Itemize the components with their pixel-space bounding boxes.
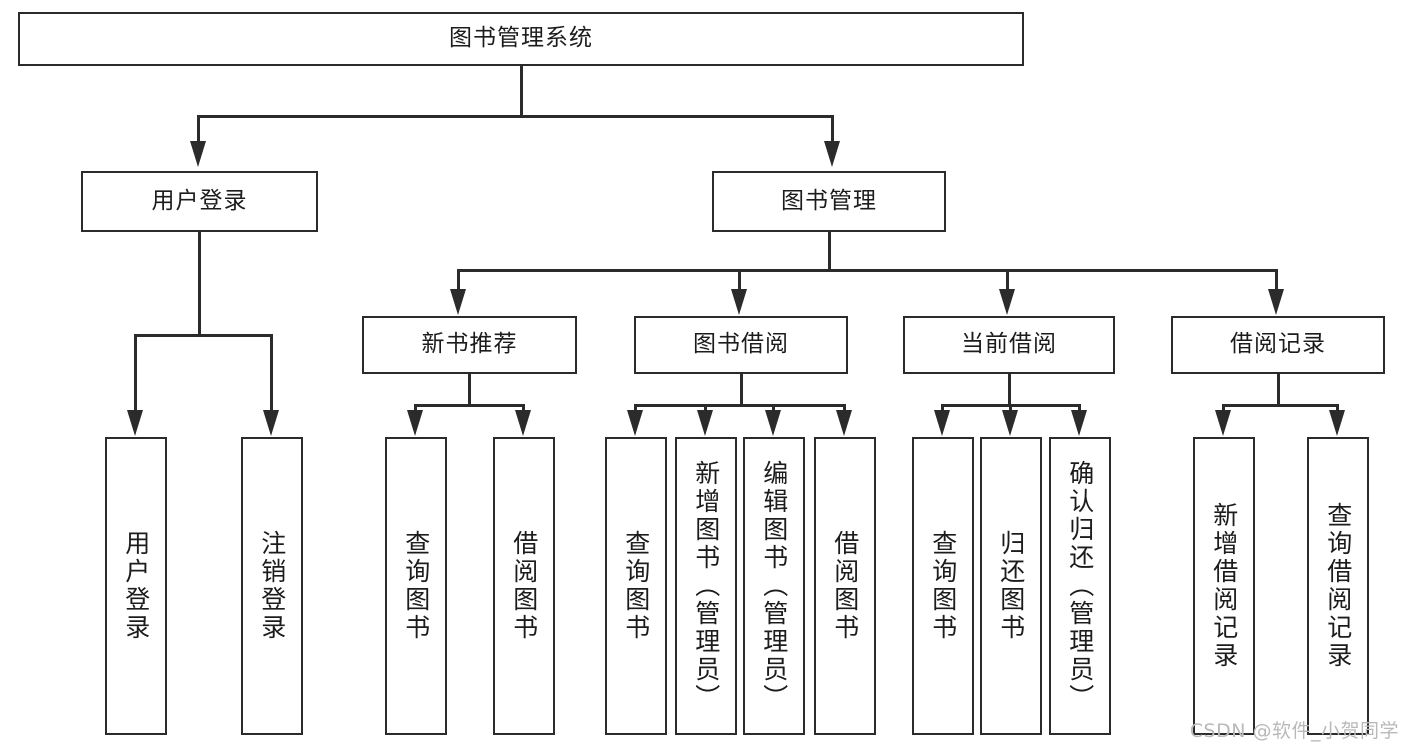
node-leaf-9[interactable]: 查询图书 [912, 437, 974, 735]
arrowhead-to-borrow [731, 289, 747, 315]
node-borrow-label: 图书借阅 [693, 331, 789, 358]
node-leaf-5-label: 查询图书 [621, 530, 651, 642]
connector-records-stem [1277, 374, 1280, 406]
node-current-label: 当前借阅 [961, 331, 1057, 358]
arrowhead-newbook-leaf1 [407, 410, 423, 436]
node-leaf-11[interactable]: 确认归还（管理员） [1049, 437, 1111, 735]
arrowhead-to-login [190, 141, 206, 167]
node-leaf-4-label: 借阅图书 [509, 530, 539, 642]
connector-borrow-leaf4 [843, 404, 846, 412]
connector-to-current [1006, 269, 1009, 291]
arrowhead-borrow-leaf1 [627, 410, 643, 436]
node-records-label: 借阅记录 [1230, 331, 1326, 358]
connector-records-leaf1 [1222, 404, 1225, 412]
connector-level1-bar [197, 115, 834, 118]
connector-newbook-leaf2 [522, 404, 525, 412]
connector-records-leaf2 [1336, 404, 1339, 412]
node-current[interactable]: 当前借阅 [903, 316, 1115, 374]
node-leaf-10-label: 归还图书 [996, 530, 1026, 642]
node-leaf-11-label: 确认归还（管理员） [1065, 460, 1095, 712]
arrowhead-records-leaf1 [1215, 410, 1231, 436]
node-leaf-9-label: 查询图书 [928, 530, 958, 642]
arrowhead-login-leaf1 [127, 410, 143, 436]
arrowhead-borrow-leaf2 [697, 410, 713, 436]
connector-newbook-stem [468, 374, 471, 406]
connector-current-leaf1 [941, 404, 944, 412]
node-leaf-12-label: 新增借阅记录 [1209, 502, 1239, 670]
connector-to-records [1275, 269, 1278, 291]
arrowhead-login-leaf2 [263, 410, 279, 436]
node-bookmgmt[interactable]: 图书管理 [712, 171, 946, 232]
connector-login-stem [198, 232, 201, 336]
node-leaf-8[interactable]: 借阅图书 [814, 437, 876, 735]
arrowhead-records-leaf2 [1329, 410, 1345, 436]
connector-borrow-leaf1 [634, 404, 637, 412]
arrowhead-current-leaf2 [1002, 410, 1018, 436]
arrowhead-current-leaf3 [1071, 410, 1087, 436]
node-leaf-7[interactable]: 编辑图书（管理员） [743, 437, 805, 735]
arrowhead-newbook-leaf2 [515, 410, 531, 436]
node-login[interactable]: 用户登录 [81, 171, 318, 232]
node-leaf-10[interactable]: 归还图书 [980, 437, 1042, 735]
connector-records-bar [1222, 404, 1339, 407]
arrowhead-to-records [1268, 289, 1284, 315]
node-leaf-1-label: 用户登录 [121, 530, 151, 642]
connector-to-newbook [457, 269, 460, 291]
node-bookmgmt-label: 图书管理 [781, 187, 877, 214]
arrowhead-to-bookmgmt [824, 141, 840, 167]
connector-bookmgmt-stem [828, 232, 831, 272]
node-records[interactable]: 借阅记录 [1171, 316, 1385, 374]
node-leaf-2[interactable]: 注销登录 [241, 437, 303, 735]
connector-to-bookmgmt [831, 115, 834, 143]
node-leaf-8-label: 借阅图书 [830, 530, 860, 642]
connector-login-bar [134, 334, 273, 337]
node-root-label: 图书管理系统 [449, 25, 593, 52]
node-leaf-1[interactable]: 用户登录 [105, 437, 167, 735]
connector-current-leaf2 [1009, 404, 1012, 412]
node-borrow[interactable]: 图书借阅 [634, 316, 848, 374]
arrowhead-current-leaf1 [934, 410, 950, 436]
connector-current-leaf3 [1078, 404, 1081, 412]
node-leaf-13-label: 查询借阅记录 [1323, 502, 1353, 670]
connector-current-stem [1008, 374, 1011, 406]
node-leaf-12[interactable]: 新增借阅记录 [1193, 437, 1255, 735]
node-newbook-label: 新书推荐 [421, 331, 518, 358]
connector-newbook-bar [414, 404, 525, 407]
node-leaf-3[interactable]: 查询图书 [385, 437, 447, 735]
node-leaf-6-label: 新增图书（管理员） [691, 460, 721, 712]
connector-borrow-stem [740, 374, 743, 406]
arrowhead-to-current [999, 289, 1015, 315]
node-leaf-4[interactable]: 借阅图书 [493, 437, 555, 735]
connector-level2-bar [457, 269, 1278, 272]
connector-login-leaf2 [270, 334, 273, 412]
node-leaf-13[interactable]: 查询借阅记录 [1307, 437, 1369, 735]
connector-borrow-bar [634, 404, 846, 407]
node-newbook[interactable]: 新书推荐 [362, 316, 577, 374]
node-leaf-5[interactable]: 查询图书 [605, 437, 667, 735]
connector-borrow-leaf3 [772, 404, 775, 412]
node-root[interactable]: 图书管理系统 [18, 12, 1024, 66]
connector-root-stem [520, 66, 523, 116]
node-leaf-3-label: 查询图书 [401, 530, 431, 642]
node-leaf-6[interactable]: 新增图书（管理员） [675, 437, 737, 735]
node-login-label: 用户登录 [151, 187, 248, 214]
arrowhead-borrow-leaf4 [836, 410, 852, 436]
arrowhead-to-newbook [450, 289, 466, 315]
connector-login-leaf1 [134, 334, 137, 412]
node-leaf-7-label: 编辑图书（管理员） [759, 460, 789, 712]
connector-newbook-leaf1 [414, 404, 417, 412]
connector-to-login [197, 115, 200, 143]
connector-to-borrow [738, 269, 741, 291]
csdn-watermark: CSDN @软件_小贺同学 [1189, 720, 1399, 742]
arrowhead-borrow-leaf3 [765, 410, 781, 436]
node-leaf-2-label: 注销登录 [257, 530, 287, 642]
connector-borrow-leaf2 [704, 404, 707, 412]
